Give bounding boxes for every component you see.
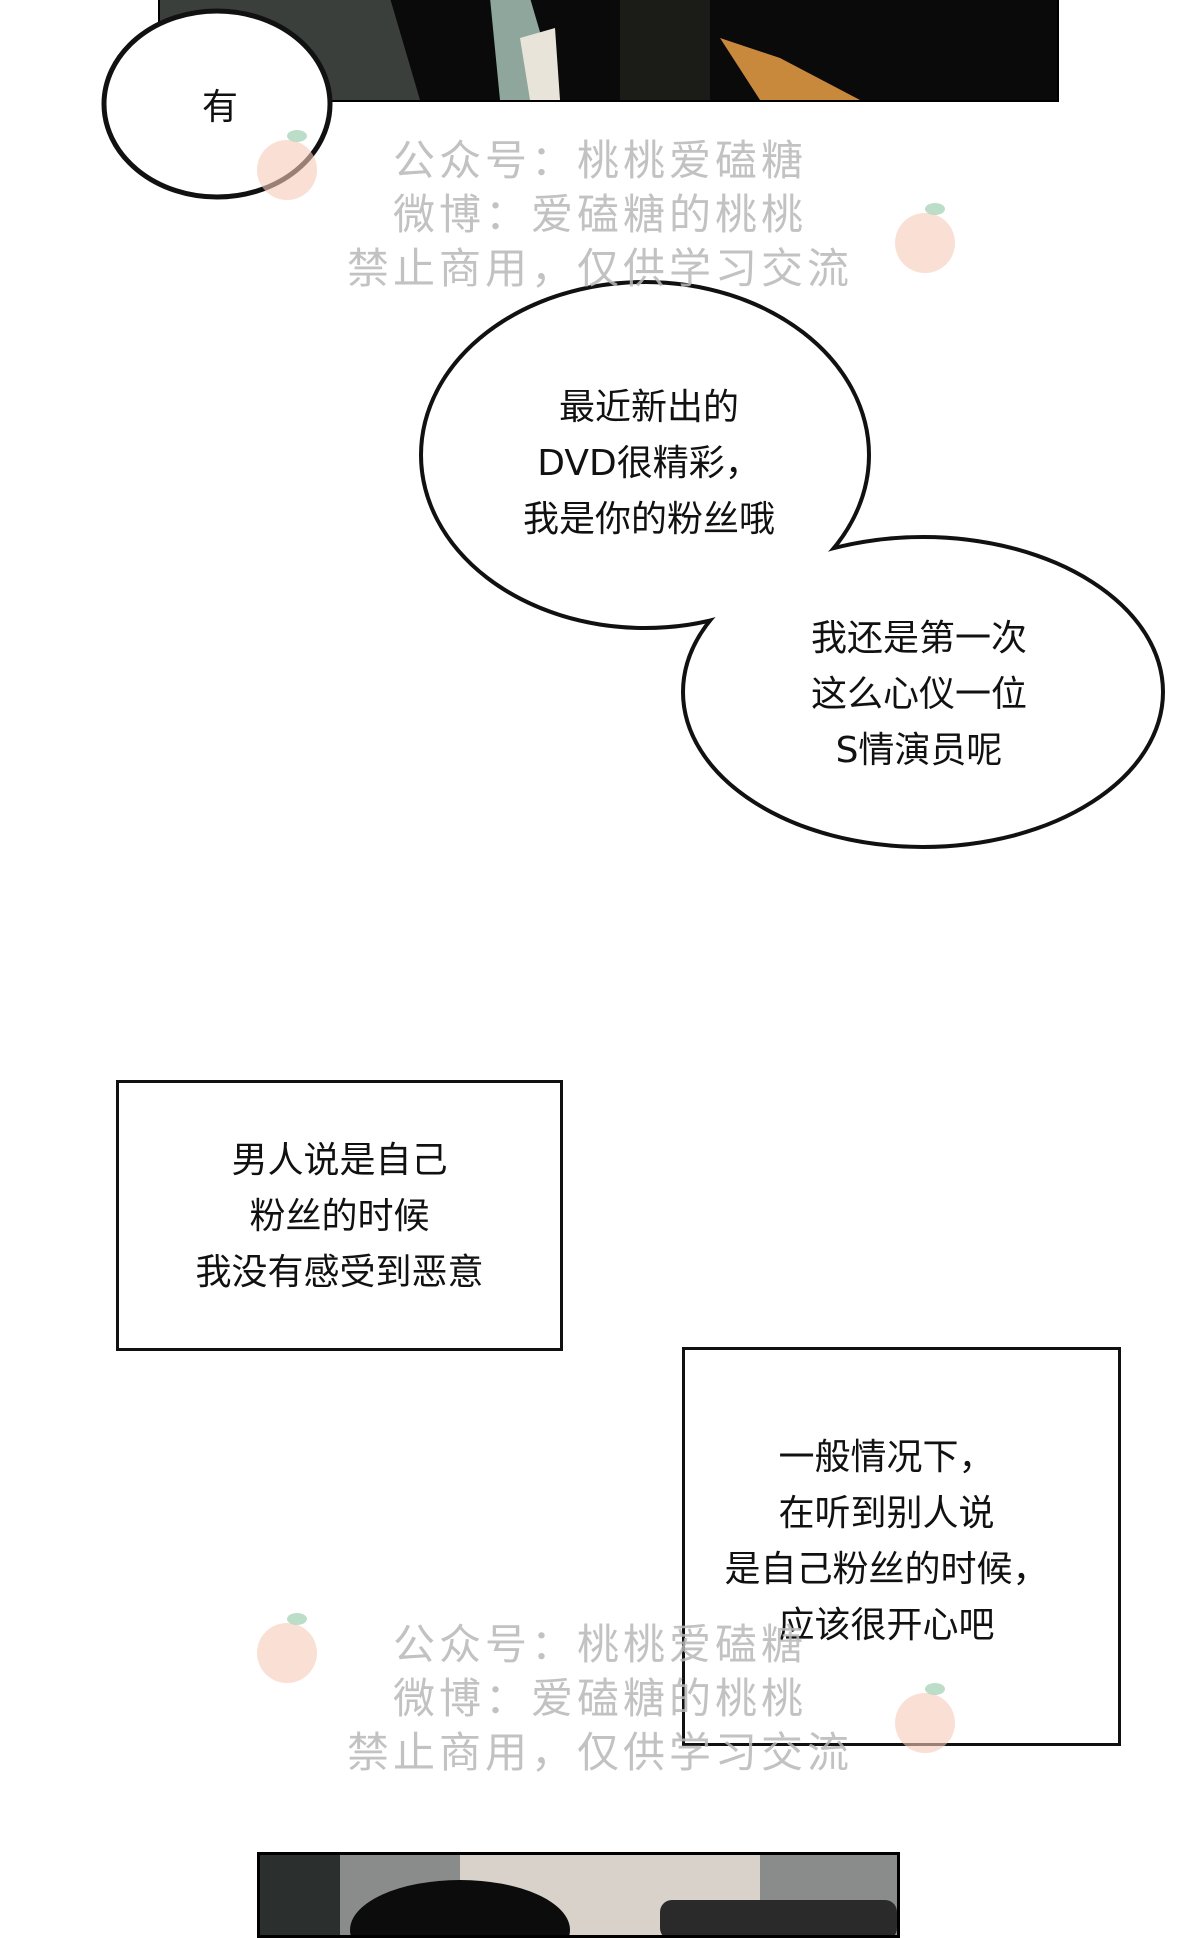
text-line: 一般情况下， bbox=[778, 1437, 995, 1478]
watermark-line: 微博：爱磕糖的桃桃 bbox=[392, 1674, 807, 1723]
panel-art-bottom bbox=[260, 1855, 897, 1935]
narration-box-1-text: 男人说是自己 粉丝的时候 我没有感受到恶意 bbox=[119, 1083, 560, 1301]
text-line: 我是你的粉丝哦 bbox=[522, 499, 775, 540]
peach-icon bbox=[895, 1683, 955, 1753]
watermark-line: 公众号：桃桃爱磕糖 bbox=[392, 1620, 807, 1669]
text-line: 我没有感受到恶意 bbox=[195, 1252, 484, 1293]
text-line: 男人说是自己 bbox=[231, 1140, 448, 1181]
peach-icon bbox=[257, 1613, 317, 1683]
text-line: 在听到别人说 bbox=[778, 1493, 995, 1534]
watermark-line: 禁止商用，仅供学习交流 bbox=[346, 1728, 853, 1777]
peach-icon bbox=[257, 130, 317, 200]
watermark-line: 微博：爱磕糖的桃桃 bbox=[392, 190, 807, 239]
watermark: 公众号：桃桃爱磕糖 微博：爱磕糖的桃桃 禁止商用，仅供学习交流 bbox=[250, 134, 950, 296]
text-line: S情演员呢 bbox=[835, 730, 1003, 771]
speech-bubbles-layer bbox=[101, 8, 1165, 849]
watermark-line: 禁止商用，仅供学习交流 bbox=[346, 244, 853, 293]
text-line: 应该很开心吧 bbox=[778, 1605, 995, 1646]
speech-bubble-merged bbox=[419, 280, 1165, 849]
speech-bubble-large-text: 最近新出的 DVD很精彩， 我是你的粉丝哦 bbox=[449, 380, 849, 548]
text-line: 是自己粉丝的时候， bbox=[724, 1549, 1049, 1590]
text-line: 最近新出的 bbox=[558, 387, 739, 428]
text-line: 粉丝的时候 bbox=[249, 1196, 430, 1237]
narration-box-1: 男人说是自己 粉丝的时候 我没有感受到恶意 bbox=[116, 1080, 563, 1351]
comic-panel-bottom bbox=[257, 1852, 900, 1938]
narration-box-2-text: 一般情况下， 在听到别人说 是自己粉丝的时候， 应该很开心吧 bbox=[685, 1350, 1118, 1654]
watermark-line: 公众号：桃桃爱磕糖 bbox=[392, 136, 807, 185]
narration-box-2: 一般情况下， 在听到别人说 是自己粉丝的时候， 应该很开心吧 bbox=[682, 1347, 1121, 1746]
speech-bubble-second-text: 我还是第一次 这么心仪一位 S情演员呢 bbox=[719, 611, 1119, 779]
text-line: DVD很精彩， bbox=[537, 443, 761, 484]
text-line: 这么心仪一位 bbox=[810, 674, 1027, 715]
watermark: 公众号：桃桃爱磕糖 微博：爱磕糖的桃桃 禁止商用，仅供学习交流 bbox=[250, 1618, 950, 1780]
speech-bubble-small-text: 有 bbox=[201, 87, 238, 128]
peach-icon bbox=[895, 203, 955, 273]
text-line: 我还是第一次 bbox=[810, 618, 1027, 659]
